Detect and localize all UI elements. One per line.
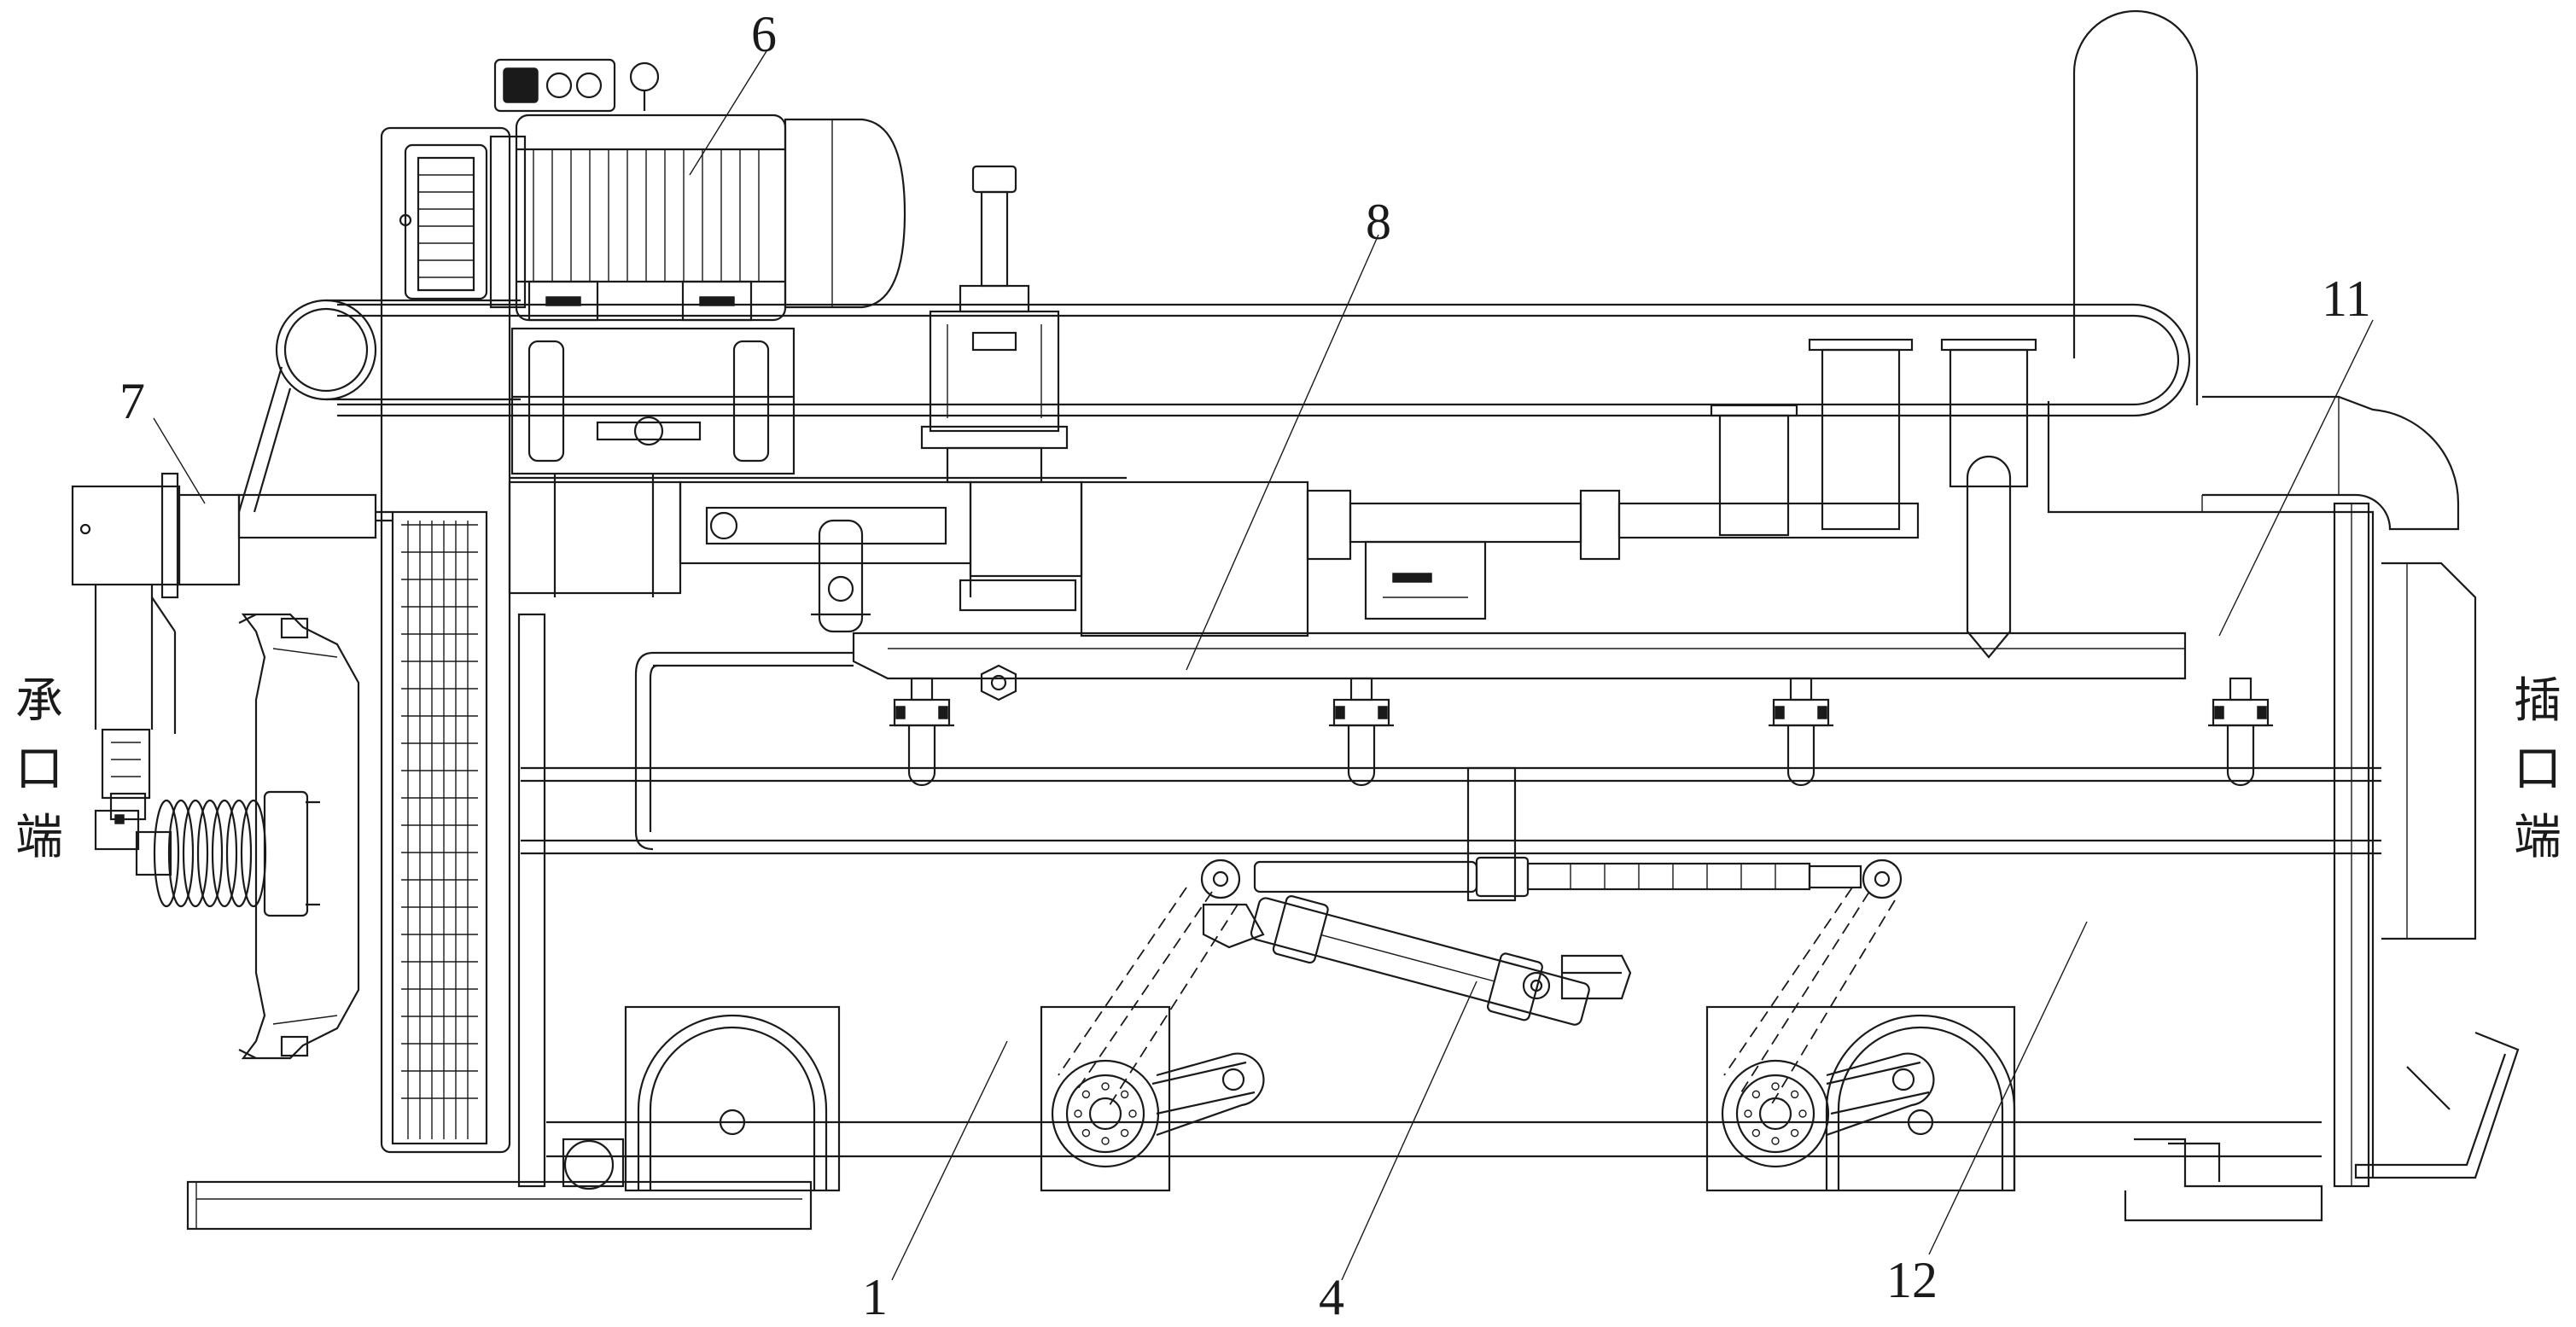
label-12: 12 [1886,1252,1938,1308]
pulley-stack [380,126,511,1154]
disc-wheel-ring [1065,1074,1145,1154]
outer-pipe-loop [337,9,2477,1178]
disc-bolt [1120,1090,1129,1099]
aux-roller [563,1139,615,1190]
wheel-box [1040,1005,1265,1192]
spigot-end-char-1: 插 [2514,673,2561,729]
socket-end-char-2: 口 [15,742,63,797]
nozzle [1769,677,1833,787]
disc-bolt [1081,1128,1091,1138]
label-7: 7 [119,373,145,429]
spigot-end-char-3: 端 [2514,810,2561,865]
disc-wheel-hub [1088,1097,1122,1131]
disc-bolt [1751,1128,1761,1138]
arm-bracket [1156,1052,1265,1137]
spring-coil [153,799,180,908]
wheel-arch-inner [1837,1026,2004,1190]
disc-bolt [1771,1137,1780,1145]
spring-coil [225,799,253,908]
left-end-assembly [71,472,393,1060]
nozzle [889,677,954,787]
label-4: 4 [1319,1269,1344,1325]
label-6: 6 [751,6,777,62]
spring-coil [240,799,267,908]
disc-wheel [1051,1059,1160,1168]
disc-bolt [1744,1109,1752,1118]
nozzle [2208,677,2273,787]
disc-bolt [1790,1090,1799,1099]
spring-coil [196,799,224,908]
disc-bolt [1120,1128,1129,1138]
spring-cap [135,830,172,876]
label-11: 11 [2322,271,2371,327]
motor [489,58,906,475]
disc-bolt [1798,1109,1807,1118]
disc-bolt [1128,1109,1137,1118]
arm-pin [1221,1068,1245,1091]
wheel-box [624,1005,841,1192]
disc-wheel-hub [1758,1097,1792,1131]
spring-coil [167,799,195,908]
nozzle-group [889,677,2273,787]
disc-bolt [1101,1082,1110,1091]
disc-bolt [1081,1090,1091,1099]
disc-bolt [1751,1090,1761,1099]
disc-bolt [1771,1082,1780,1091]
right-towers [1710,338,2037,659]
wheel-box [1705,1005,2016,1192]
swing-arms [1058,887,1930,1115]
spring-coil [211,799,238,908]
wheel-hub [719,1109,746,1136]
wheel-arch-inner [649,1026,816,1190]
center-beam [508,474,2187,851]
label-8: 8 [1366,194,1391,250]
wheel-arch [1825,1014,2016,1190]
disc-bolt [1074,1109,1082,1118]
label-1: 1 [862,1269,888,1325]
arm-pin [1891,1068,1915,1091]
spring-coil [182,799,209,908]
socket-end-char-1: 承 [15,673,63,729]
aux-roller-box [562,1138,625,1188]
wheel-arch [637,1014,828,1190]
top-cylinder [920,165,1069,484]
disc-wheel-ring [1735,1074,1815,1154]
arm-bracket [1826,1052,1935,1137]
disc-bolt [1101,1137,1110,1145]
wheel-hub [1907,1109,1934,1136]
main-frame [186,502,2520,1231]
disc-bolt [1790,1128,1799,1138]
hydraulic-cylinder [1200,766,1903,1026]
leader-lines [153,50,2374,1281]
belt-drive [237,299,521,513]
nozzle [1329,677,1394,787]
wheel-boxes [562,1005,2016,1192]
socket-end-char-3: 端 [15,810,63,865]
spigot-end-char-2: 口 [2514,742,2561,797]
disc-wheel [1721,1059,1830,1168]
